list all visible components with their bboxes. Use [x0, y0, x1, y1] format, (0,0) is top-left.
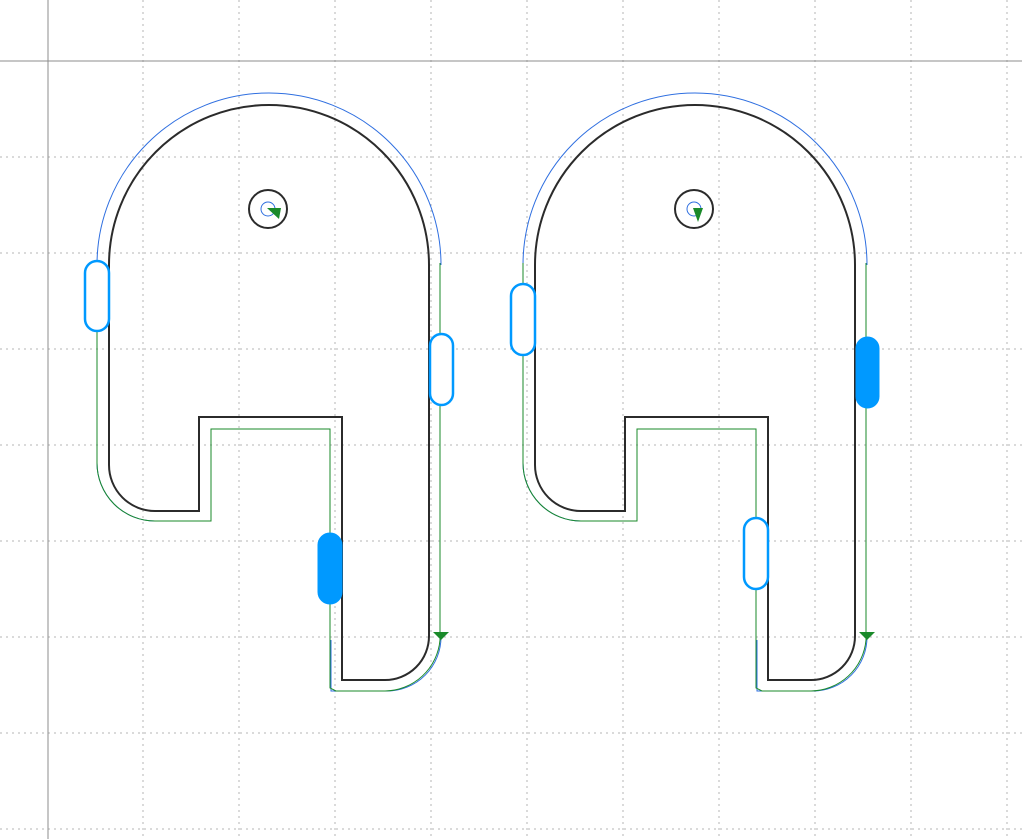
tab-filled[interactable] [317, 532, 343, 605]
direction-arrow-icon [267, 208, 281, 219]
tab-outline[interactable] [83, 259, 111, 333]
direction-arrow-icon [693, 208, 703, 222]
shape-left[interactable] [83, 92, 455, 692]
tab-outline[interactable] [428, 332, 455, 407]
shape-right[interactable] [509, 92, 880, 692]
tab-filled[interactable] [855, 336, 880, 409]
tab-outline[interactable] [742, 516, 770, 591]
tab-outline[interactable] [509, 282, 537, 357]
